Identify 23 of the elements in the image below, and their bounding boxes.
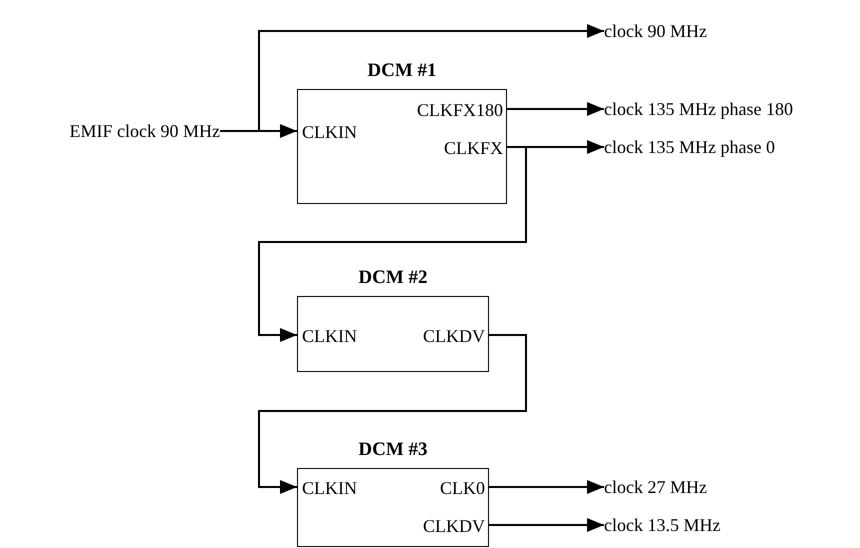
port-label: CLKIN bbox=[302, 122, 357, 142]
arrow bbox=[489, 480, 604, 494]
arrow bbox=[507, 102, 604, 116]
port-label: CLKFX180 bbox=[416, 100, 503, 120]
block-title: DCM #2 bbox=[357, 266, 429, 290]
port-label: CLKDV bbox=[423, 516, 485, 536]
signal-label: clock 13.5 MHz bbox=[604, 512, 804, 538]
signal-label: clock 90 MHz bbox=[604, 18, 804, 44]
signal-label: EMIF clock 90 MHz bbox=[4, 118, 220, 144]
arrow bbox=[258, 334, 527, 494]
arrow bbox=[258, 146, 527, 342]
arrow bbox=[220, 24, 604, 132]
signal-label: clock 27 MHz bbox=[604, 474, 804, 500]
arrow bbox=[489, 518, 604, 532]
signal-label: clock 135 MHz phase 180 bbox=[604, 96, 854, 122]
port-label: CLKIN bbox=[302, 478, 357, 498]
port-label: CLKDV bbox=[423, 326, 485, 346]
port-label: CLKFX bbox=[444, 138, 503, 158]
block-title: DCM #3 bbox=[357, 438, 429, 462]
signal-label: clock 135 MHz phase 0 bbox=[604, 134, 854, 160]
port-label: CLKIN bbox=[302, 326, 357, 346]
block-title: DCM #1 bbox=[366, 59, 438, 83]
port-label: CLK0 bbox=[440, 478, 485, 498]
